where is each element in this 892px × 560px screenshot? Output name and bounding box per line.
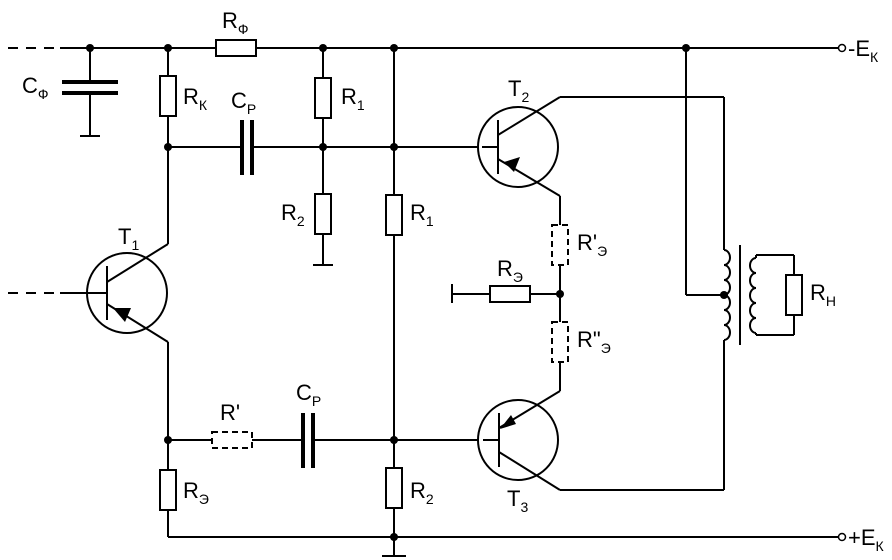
- label-ekm-sub: К: [870, 49, 879, 65]
- resistor-re-prime: [551, 224, 569, 266]
- transistor-t1: [8, 243, 169, 343]
- label-re-sub: Э: [513, 269, 523, 285]
- label-re1-sub: Э: [597, 243, 607, 259]
- label-cp-bottom: CР: [296, 380, 321, 409]
- label-re-double-prime: R"Э: [577, 327, 611, 356]
- label-rf: RФ: [222, 8, 249, 37]
- label-cp1-sub: Р: [247, 101, 256, 117]
- transistor-t2: [477, 96, 561, 197]
- label-ekm-main: -E: [848, 36, 870, 61]
- label-t2-main: T: [508, 76, 521, 101]
- resistor-re-t1: [159, 469, 177, 511]
- label-cp2-main: C: [296, 380, 312, 405]
- label-rn-main: R: [810, 280, 826, 305]
- label-plus-ek: +EК: [848, 525, 885, 554]
- label-rk-main: R: [183, 84, 199, 109]
- capacitor-cf: [62, 48, 118, 137]
- label-re2-main: R": [577, 327, 601, 352]
- label-re-prime: R'Э: [577, 230, 607, 259]
- label-cf: CФ: [22, 73, 49, 102]
- bottom-rail: [168, 532, 847, 542]
- label-r1-upper: R1: [341, 84, 365, 113]
- label-t3-sub: 3: [520, 499, 528, 515]
- top-rail: [8, 43, 847, 53]
- label-re2-sub: Э: [601, 340, 611, 356]
- label-r1b-sub: 1: [426, 213, 434, 229]
- resistor-re-middle: [489, 285, 531, 303]
- capacitor-cp-bottom: [301, 413, 315, 468]
- label-re1-main: R': [577, 230, 597, 255]
- resistor-rn: [785, 274, 803, 316]
- resistor-r-prime: [211, 431, 253, 449]
- resistor-r2-upper: [314, 193, 332, 235]
- minus-ek-terminal: [837, 43, 847, 53]
- label-r2-lower: R2: [410, 478, 434, 507]
- label-r1-middle: R1: [410, 200, 434, 229]
- label-ekp-sub: К: [876, 538, 885, 554]
- label-re3-sub: Э: [199, 491, 209, 507]
- resistor-r1-upper: [314, 77, 332, 119]
- label-cp2-sub: Р: [312, 393, 321, 409]
- capacitor-cp-top: [240, 120, 254, 175]
- label-rn: RН: [810, 280, 836, 309]
- resistor-rf: [215, 39, 257, 57]
- label-ekp-main: +E: [848, 525, 876, 550]
- label-rk-sub: К: [199, 97, 208, 113]
- label-r2a-main: R: [281, 200, 297, 225]
- label-r2-upper: R2: [281, 200, 305, 229]
- label-cf-sub: Ф: [38, 86, 49, 102]
- label-re-t1: RЭ: [183, 478, 209, 507]
- label-re3-main: R: [183, 478, 199, 503]
- label-minus-ek: -EК: [848, 36, 879, 65]
- label-rk: RК: [183, 84, 208, 113]
- plus-ek-terminal: [837, 532, 847, 542]
- label-cp-top: CР: [231, 88, 256, 117]
- label-r2a-sub: 2: [297, 213, 305, 229]
- junction-dots: [86, 44, 728, 541]
- label-r2b-main: R: [410, 478, 426, 503]
- label-re-middle: RЭ: [497, 256, 523, 285]
- label-cp1-main: C: [231, 88, 247, 113]
- label-re-main: R: [497, 256, 513, 281]
- label-rprime-main: R': [220, 400, 240, 425]
- label-t1-main: T: [118, 224, 131, 249]
- resistor-r2-lower: [385, 467, 403, 509]
- label-t2: T2: [508, 76, 529, 105]
- label-rf-main: R: [222, 8, 238, 33]
- label-r1b-main: R: [410, 200, 426, 225]
- resistor-rk: [159, 75, 177, 117]
- label-r-prime: R': [220, 400, 240, 425]
- label-rn-sub: Н: [826, 293, 836, 309]
- label-rf-sub: Ф: [238, 21, 249, 37]
- label-cf-main: C: [22, 73, 38, 98]
- resistor-r1-middle: [385, 194, 403, 236]
- label-t3-main: T: [507, 486, 520, 511]
- label-r1a-sub: 1: [357, 97, 365, 113]
- label-t3: T3: [507, 486, 528, 515]
- resistor-re-double-prime: [551, 321, 569, 363]
- label-r2b-sub: 2: [426, 491, 434, 507]
- label-t2-sub: 2: [521, 89, 529, 105]
- transistor-t3: [477, 390, 561, 491]
- transformer: [723, 245, 803, 345]
- label-r1a-main: R: [341, 84, 357, 109]
- label-t1: T1: [118, 224, 139, 253]
- label-t1-sub: 1: [131, 237, 139, 253]
